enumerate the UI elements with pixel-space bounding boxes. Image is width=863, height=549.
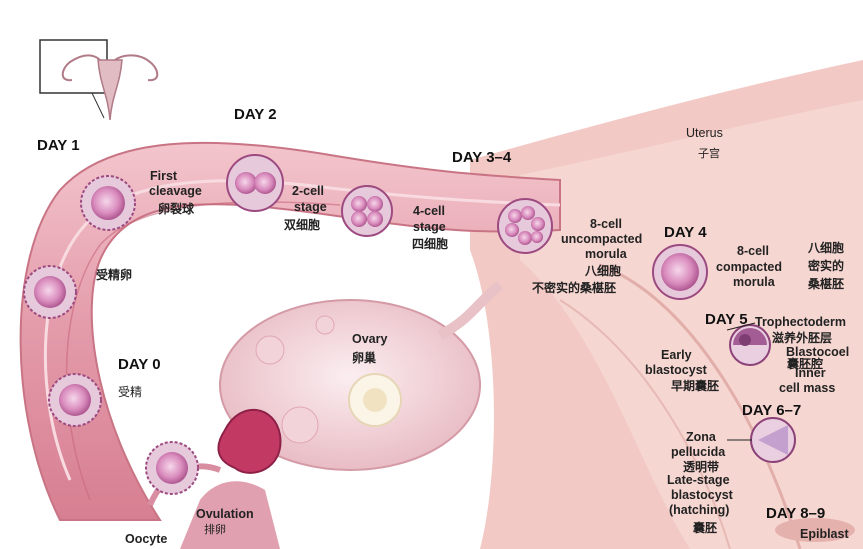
- label-first-cleavage-zh: 卵裂球: [158, 202, 195, 216]
- label-late-blastocyst-3: (hatching): [669, 503, 730, 517]
- label-trophectoderm: Trophectoderm: [755, 315, 846, 329]
- label-late-blastocyst-2: blastocyst: [671, 488, 733, 502]
- inset-frame: [39, 39, 108, 94]
- label-zona-2: pellucida: [671, 445, 726, 459]
- label-epiblast: Epiblast: [800, 527, 849, 541]
- label-oocyte: Oocyte: [125, 532, 168, 546]
- label-2cell-2: stage: [294, 200, 327, 214]
- label-ovary-zh: 卵巢: [352, 351, 377, 365]
- label-8cell-comp-2: compacted: [716, 260, 782, 274]
- label-day1: DAY 1: [37, 137, 80, 154]
- label-4cell-1: 4-cell: [413, 204, 445, 218]
- cell-8-cell-uncompacted: [497, 198, 553, 254]
- label-uterus: Uterus: [686, 126, 723, 140]
- label-trophectoderm-zh: 滋养外胚层: [772, 331, 833, 345]
- label-8cell-unc-zh2: 不密实的桑椹胚: [532, 281, 617, 295]
- label-late-blastocyst-zh: 囊胚: [693, 521, 718, 535]
- implantation-site: [775, 518, 855, 542]
- label-early-blastocyst-zh: 早期囊胚: [671, 379, 720, 393]
- label-2cell-zh: 双细胞: [284, 218, 321, 232]
- label-inner-cell-2: cell mass: [779, 381, 836, 395]
- label-8cell-comp-zh2: 密实的: [808, 259, 845, 273]
- label-blastocoel: Blastocoel: [786, 345, 850, 359]
- cell-early-blastocyst: [729, 324, 771, 366]
- label-8cell-comp-3: morula: [733, 275, 775, 289]
- label-uterus-zh: 子宫: [698, 148, 720, 160]
- cell-8-cell-compacted: [652, 244, 708, 300]
- label-4cell-zh: 四细胞: [412, 237, 449, 251]
- label-day0: DAY 0: [118, 356, 161, 373]
- cell-fertilized-egg: [23, 265, 77, 319]
- label-day34: DAY 3–4: [452, 149, 512, 166]
- fallopian-tube: [19, 141, 561, 521]
- label-8cell-unc-zh1: 八细胞: [585, 264, 622, 278]
- label-first-cleavage-2: cleavage: [149, 184, 202, 198]
- cell-late-blastocyst: [750, 417, 796, 463]
- cell-4-cell-stage: [341, 185, 393, 237]
- cell-first-cleavage: [80, 175, 136, 231]
- label-inner-cell-1: Inner: [795, 366, 826, 380]
- label-ovulation-zh: 排卵: [204, 524, 226, 536]
- label-late-blastocyst-1: Late-stage: [667, 473, 730, 487]
- label-day2: DAY 2: [234, 106, 277, 123]
- label-4cell-2: stage: [413, 220, 446, 234]
- label-fertilization-zh: 受精: [118, 385, 143, 399]
- label-zona-zh: 透明带: [683, 460, 720, 474]
- cell-2-cell-stage: [226, 154, 284, 212]
- label-8cell-unc-3: morula: [585, 247, 627, 261]
- label-zona-1: Zona: [686, 430, 716, 444]
- label-day89: DAY 8–9: [766, 505, 826, 522]
- label-early-blastocyst-1: Early: [661, 348, 692, 362]
- label-2cell-1: 2-cell: [292, 184, 324, 198]
- label-8cell-unc-1: 8-cell: [590, 217, 622, 231]
- cell-day0-oocyte: [145, 441, 199, 495]
- label-early-blastocyst-2: blastocyst: [645, 363, 707, 377]
- label-ovary: Ovary: [352, 332, 388, 346]
- ruptured-follicle: [217, 409, 282, 474]
- white-box: [108, 378, 196, 404]
- label-fertilized-egg-zh: 受精卵: [96, 268, 133, 282]
- label-day67: DAY 6–7: [742, 402, 802, 419]
- label-8cell-unc-2: uncompacted: [561, 232, 643, 246]
- label-8cell-comp-zh3: 桑椹胚: [808, 277, 845, 291]
- label-8cell-comp-1: 8-cell: [737, 244, 769, 258]
- label-ovulation: Ovulation: [196, 507, 254, 521]
- label-day4: DAY 4: [664, 224, 707, 241]
- cell-day0-fertilization: [48, 373, 102, 427]
- label-blastocoel-zh: 囊胚腔: [787, 357, 824, 371]
- label-first-cleavage-1: First: [150, 169, 178, 183]
- label-8cell-comp-zh1: 八细胞: [808, 241, 845, 255]
- label-day5: DAY 5: [705, 311, 748, 328]
